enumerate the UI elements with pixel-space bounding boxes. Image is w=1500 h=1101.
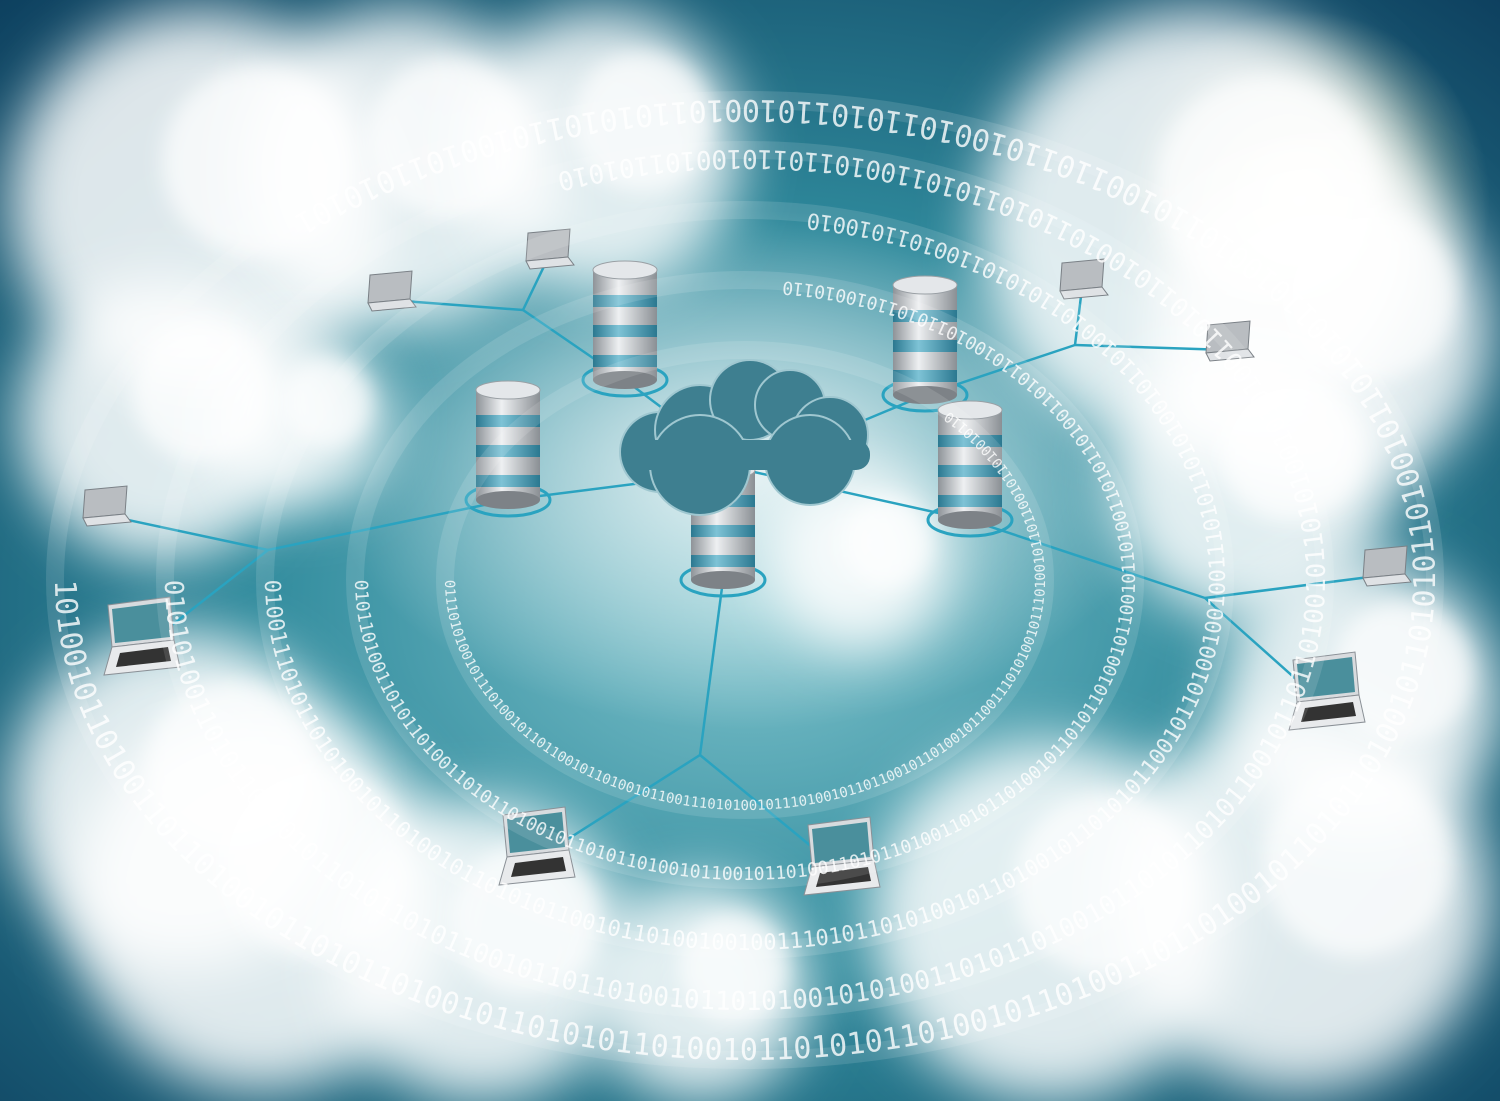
laptop-keys <box>511 857 566 877</box>
laptop-icon <box>1362 545 1412 587</box>
laptop-base <box>1205 348 1255 362</box>
laptop-icon <box>498 806 576 886</box>
cloud-puff-highlight <box>282 357 372 447</box>
laptop-icon <box>1059 258 1109 300</box>
server-band <box>476 415 540 427</box>
server-band <box>593 295 657 307</box>
laptop-keys <box>816 867 871 887</box>
link-line <box>104 513 269 552</box>
laptop-icon <box>1205 320 1255 362</box>
ring-band <box>256 201 1234 959</box>
server-top <box>937 400 1003 420</box>
laptop-icon <box>525 228 575 270</box>
server-band <box>938 435 1002 447</box>
laptop-lid-back <box>1362 545 1408 579</box>
ring-band <box>46 91 1444 1069</box>
cloud-puff-highlight <box>1332 602 1472 742</box>
server-top <box>592 260 658 280</box>
server-top <box>475 380 541 400</box>
ring-band <box>436 341 1054 819</box>
cloud-puff-highlight <box>678 913 788 1023</box>
network-nodes <box>82 228 1412 896</box>
database-server-icon <box>581 260 669 398</box>
laptop-display <box>507 812 565 853</box>
ring-band <box>156 141 1334 1019</box>
link-line <box>698 579 725 756</box>
database-server-icon <box>926 400 1014 538</box>
database-server-icon <box>881 275 969 413</box>
cloud-puff-highlight <box>450 845 600 995</box>
link-line <box>267 498 509 552</box>
laptop-lid-back <box>367 270 413 304</box>
server-bottom <box>476 491 540 509</box>
ring-band <box>346 271 1144 889</box>
database-server-icon <box>464 380 552 518</box>
server-band <box>938 495 1002 507</box>
laptop-base <box>1059 286 1109 300</box>
cloud-puff-highlight <box>572 52 712 192</box>
server-band <box>593 355 657 367</box>
cloud-puff-highlight <box>842 497 932 587</box>
laptop-lid-back <box>82 485 128 519</box>
link-line <box>1204 573 1386 600</box>
server-band <box>893 310 957 322</box>
laptop-base <box>1362 573 1412 587</box>
laptop-icon <box>82 485 132 527</box>
server-band <box>476 445 540 457</box>
laptop-display <box>812 822 870 863</box>
laptop-base <box>82 513 132 527</box>
laptop-display <box>1297 657 1355 698</box>
link-line <box>1074 343 1229 352</box>
laptop-icon <box>803 816 881 896</box>
cloud-base <box>625 440 870 470</box>
server-band <box>691 525 755 537</box>
link-line <box>969 518 1206 600</box>
server-bottom <box>938 511 1002 529</box>
laptop-icon <box>1288 651 1366 731</box>
server-top <box>892 275 958 295</box>
server-band <box>593 325 657 337</box>
clouds-layer <box>10 10 1500 1100</box>
cloud-puff-highlight <box>1286 211 1456 381</box>
server-bottom <box>893 386 957 404</box>
cloud-puff-highlight <box>1222 382 1362 522</box>
server-band <box>893 340 957 352</box>
server-band <box>938 465 1002 477</box>
laptop-base <box>367 298 417 312</box>
laptop-icon <box>103 596 181 676</box>
server-bottom <box>593 371 657 389</box>
server-bottom <box>691 571 755 589</box>
server-band <box>691 555 755 567</box>
laptop-keys <box>116 647 171 667</box>
server-band <box>893 370 957 382</box>
laptop-display <box>112 602 170 643</box>
laptop-icon <box>367 270 417 312</box>
laptop-keys <box>1301 702 1356 722</box>
central-cloud-icon <box>619 359 870 516</box>
server-band <box>476 475 540 487</box>
laptop-base <box>525 256 575 270</box>
